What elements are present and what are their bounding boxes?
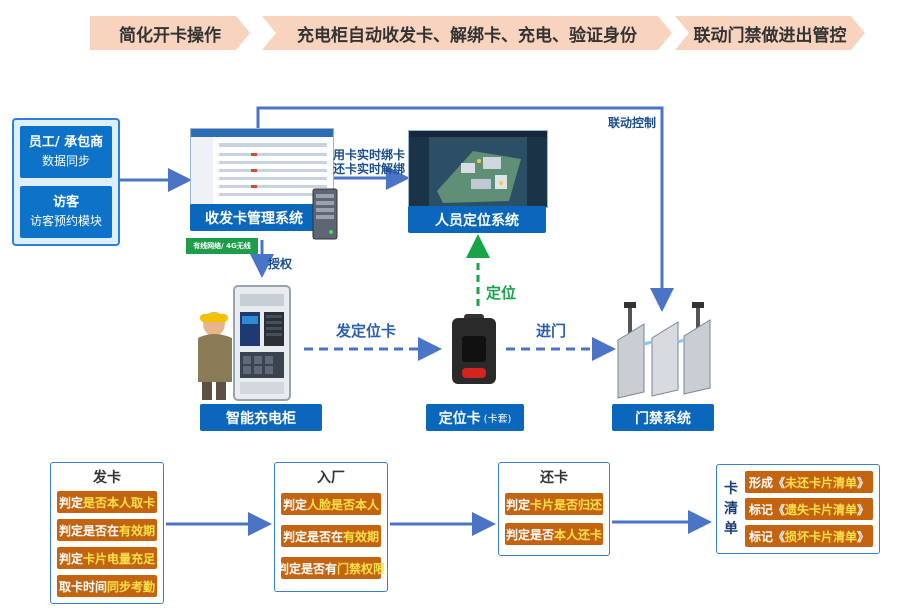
- unbind-label: 还卡实时解绑: [333, 162, 405, 176]
- process-issue-title: 发卡: [93, 470, 121, 486]
- card-list-side-label: 卡 清 单: [724, 481, 738, 537]
- positioning-card-icon: [452, 314, 496, 384]
- locate-label-text: 定位: [486, 284, 517, 302]
- visitor-sub: 访客预约模块: [29, 214, 102, 228]
- process-issue-card: 发卡 判定是否本人取卡 判定是否在有效期 判定卡片电量充足 取卡时间同步考勤: [50, 462, 164, 604]
- cabinet-label-text: 智能充电柜: [226, 410, 296, 427]
- card-mgmt-screenshot: [190, 128, 334, 206]
- process-entry: 入厂 判定人脸是否本人 判定是否在有效期 判定是否有门禁权限: [274, 462, 388, 592]
- process-return-row: 判定卡片是否归还: [505, 493, 603, 515]
- bind-label-text: 用卡实时绑卡: [333, 148, 406, 162]
- enter-label: 进门: [536, 320, 566, 341]
- gate-label: 门禁系统: [612, 404, 714, 431]
- card-list-box: 卡 清 单 形成《未还卡片清单》 标记《遗失卡片清单》 标记《损坏卡片清单》: [716, 464, 880, 554]
- process-issue-row: 取卡时间同步考勤: [57, 575, 157, 597]
- unbind-label-text: 还卡实时解绑: [333, 162, 406, 176]
- banner-step-1-label: 简化开卡操作: [119, 25, 221, 46]
- process-entry-row: 判定是否在有效期: [281, 525, 381, 547]
- staff-sync-box: 员工/ 承包商 数据同步: [20, 126, 112, 178]
- banner-step-1: 简化开卡操作: [90, 16, 250, 50]
- positioning-label-text: 人员定位系统: [435, 212, 519, 229]
- linkage-label: 联动控制: [608, 116, 656, 130]
- visitor-box: 访客 访客预约模块: [20, 186, 112, 238]
- linkage-label-text: 联动控制: [608, 116, 657, 130]
- authorize-label-text: 授权: [268, 257, 293, 271]
- process-issue-row: 判定卡片电量充足: [57, 547, 157, 569]
- arrow-linkage-control: [256, 106, 674, 312]
- process-entry-title: 入厂: [317, 470, 345, 486]
- visitor-title: 访客: [52, 195, 79, 210]
- user-source-panel: 员工/ 承包商 数据同步 访客 访客预约模块: [12, 118, 120, 246]
- process-return-row: 判定是否本人还卡: [505, 523, 603, 545]
- process-issue-row: 判定是否在有效期: [57, 519, 157, 541]
- process-entry-row: 判定人脸是否本人: [281, 493, 381, 515]
- issue-card-label-text: 发定位卡: [336, 322, 397, 340]
- banner-step-2: 充电柜自动收发卡、解绑卡、充电、验证身份: [262, 16, 672, 50]
- network-badge-text: 有线网络/ 4G无线: [193, 242, 251, 250]
- card-list-row: 标记《遗失卡片清单》: [745, 498, 873, 520]
- locate-label: 定位: [486, 282, 516, 303]
- card-mgmt-label: 收发卡管理系统: [190, 204, 318, 231]
- positioning-map-icon: [409, 131, 547, 207]
- card-mgmt-label-text: 收发卡管理系统: [205, 210, 303, 227]
- card-list-row: 形成《未还卡片清单》: [745, 471, 873, 493]
- cabinet-label: 智能充电柜: [200, 404, 322, 431]
- card-mgmt-screen-icon: [191, 129, 333, 205]
- bind-label: 用卡实时绑卡: [333, 148, 405, 162]
- card-label-text: 定位卡: [438, 410, 481, 427]
- card-label-sub: (卡套): [483, 414, 512, 425]
- process-entry-row: 判定是否有门禁权限: [277, 557, 385, 579]
- charging-cabinet-illustration: [198, 285, 291, 401]
- authorize-label: 授权: [268, 257, 292, 271]
- banner-step-2-label: 充电柜自动收发卡、解绑卡、充电、验证身份: [297, 25, 637, 46]
- server-icon: [312, 188, 338, 240]
- issue-card-label: 发定位卡: [336, 320, 396, 341]
- positioning-map-screenshot: [408, 130, 548, 208]
- process-issue-row: 判定是否本人取卡: [57, 491, 157, 513]
- network-badge: 有线网络/ 4G无线: [186, 238, 258, 254]
- process-return-card: 还卡 判定卡片是否归还 判定是否本人还卡: [498, 462, 610, 556]
- staff-sub: 数据同步: [41, 154, 90, 168]
- card-label: 定位卡 (卡套): [426, 404, 524, 431]
- positioning-label: 人员定位系统: [408, 206, 546, 233]
- banner-step-3: 联动门禁做进出管控: [675, 16, 865, 50]
- card-list-row: 标记《损坏卡片清单》: [745, 525, 873, 547]
- banner-step-3-label: 联动门禁做进出管控: [693, 25, 847, 46]
- gate-icon: [617, 302, 711, 399]
- process-return-title: 还卡: [540, 470, 568, 486]
- gate-label-text: 门禁系统: [635, 410, 691, 427]
- staff-title: 员工/ 承包商: [28, 135, 104, 150]
- enter-label-text: 进门: [536, 322, 567, 340]
